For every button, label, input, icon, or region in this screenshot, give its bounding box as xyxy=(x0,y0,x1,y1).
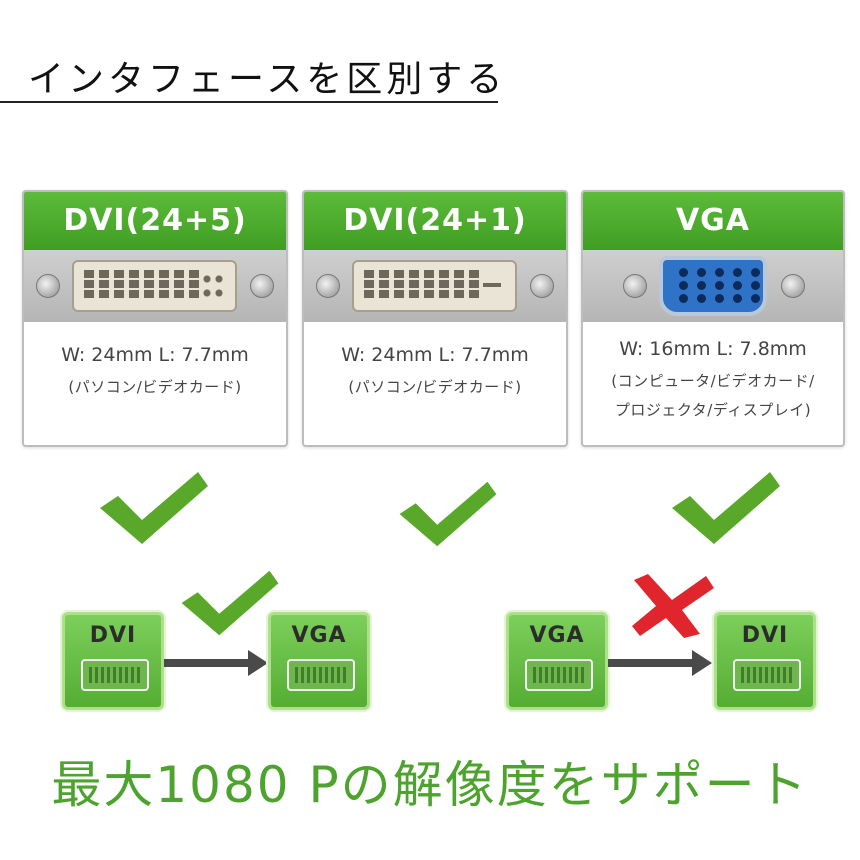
cross-icon xyxy=(632,574,714,638)
screw-icon xyxy=(623,274,647,298)
page-title: インタフェースを区別する xyxy=(28,59,507,100)
card-header: VGA xyxy=(583,192,843,250)
card-header: DVI(24+5) xyxy=(24,192,286,250)
vga-connector-icon xyxy=(659,256,767,316)
card-body: W: 24mm L: 7.7mm (パソコン/ビデオカード) xyxy=(304,344,566,397)
connector-band xyxy=(304,250,566,322)
card-usage-note: (コンピュータ/ビデオカード/ xyxy=(611,372,815,390)
dvi-source-box: DVI xyxy=(62,612,164,710)
source-label: VGA xyxy=(529,623,585,648)
card-dimensions: W: 24mm L: 7.7mm xyxy=(341,344,529,366)
dvi-port-icon xyxy=(81,659,149,691)
card-body: W: 16mm L: 7.8mm (コンピュータ/ビデオカード/ プロジェクタ/… xyxy=(583,338,843,420)
card-dvi-24-5: DVI(24+5) W: 24mm L: 7.7mm (パソコン/ビデオカード) xyxy=(22,190,288,447)
vga-port-icon xyxy=(287,659,355,691)
checkmark-icon xyxy=(672,472,780,544)
arrow-right-icon xyxy=(608,650,712,676)
vga-source-box: VGA xyxy=(506,612,608,710)
card-usage-note: (パソコン/ビデオカード) xyxy=(68,378,242,396)
title-underline xyxy=(0,101,498,103)
card-header: DVI(24+1) xyxy=(304,192,566,250)
connector-band xyxy=(24,250,286,322)
screw-icon xyxy=(36,274,60,298)
card-usage-note: (パソコン/ビデオカード) xyxy=(348,378,522,396)
card-dimensions: W: 16mm L: 7.8mm xyxy=(619,338,807,360)
vga-target-box: VGA xyxy=(268,612,370,710)
vga-port-icon xyxy=(525,659,593,691)
card-body: W: 24mm L: 7.7mm (パソコン/ビデオカード) xyxy=(24,344,286,397)
arrow-right-icon xyxy=(164,650,268,676)
dvi-24-1-connector-icon xyxy=(352,260,517,312)
screw-icon xyxy=(316,274,340,298)
dvi-target-box: DVI xyxy=(714,612,816,710)
target-label: VGA xyxy=(291,623,347,648)
resolution-caption: 最大1080 Pの解像度をサポート xyxy=(51,756,809,814)
target-label: DVI xyxy=(741,623,789,648)
screw-icon xyxy=(530,274,554,298)
screw-icon xyxy=(250,274,274,298)
source-label: DVI xyxy=(89,623,137,648)
checkmark-icon xyxy=(181,570,279,636)
checkmark-icon xyxy=(399,481,497,547)
card-usage-note-2: プロジェクタ/ディスプレイ) xyxy=(614,401,812,419)
dvi-24-5-connector-icon xyxy=(72,260,237,312)
card-dvi-24-1: DVI(24+1) W: 24mm L: 7.7mm (パソコン/ビデオカード) xyxy=(302,190,568,447)
card-vga: VGA W: 16mm L: 7.8mm (コンピュータ/ビデオカード/ プロジ… xyxy=(581,190,845,447)
dvi-port-icon xyxy=(733,659,801,691)
checkmark-icon xyxy=(100,472,208,544)
card-dimensions: W: 24mm L: 7.7mm xyxy=(61,344,249,366)
connector-band xyxy=(583,250,843,322)
screw-icon xyxy=(781,274,805,298)
